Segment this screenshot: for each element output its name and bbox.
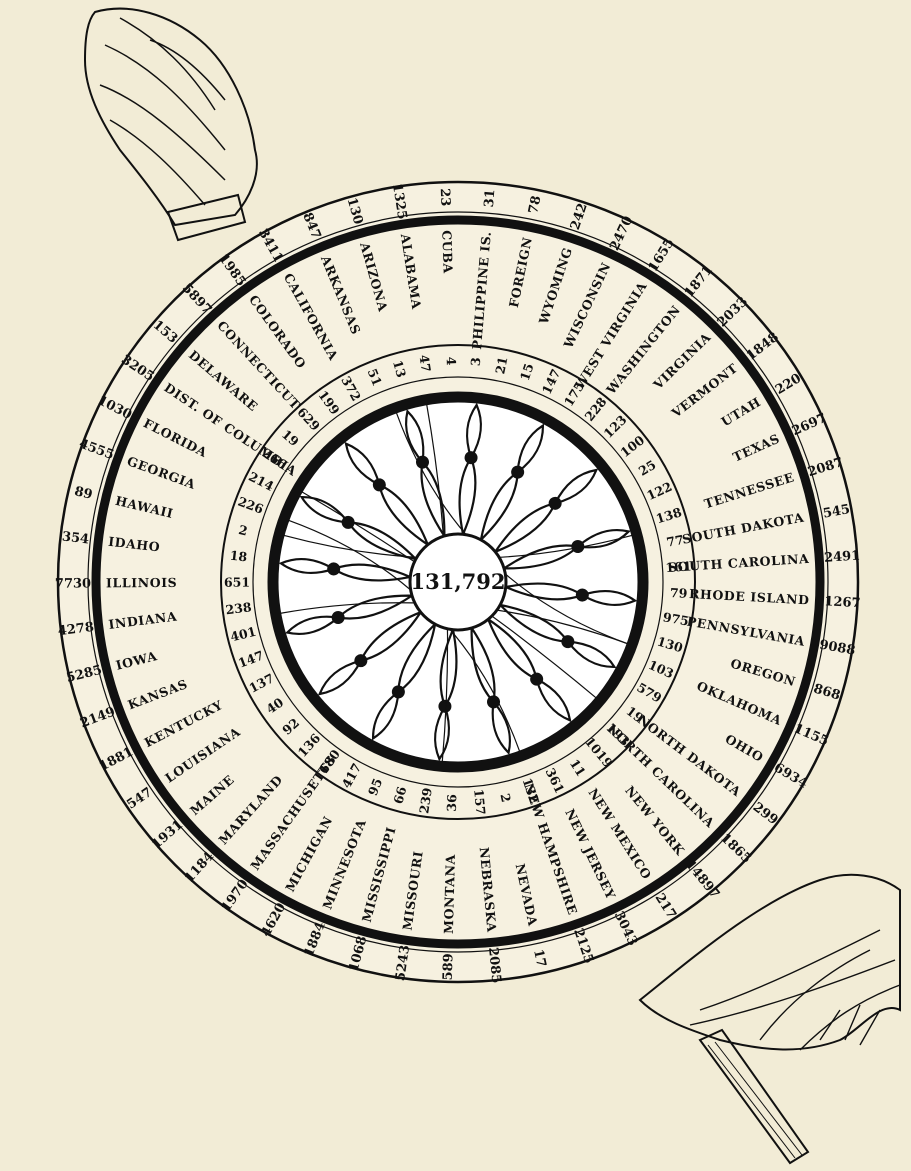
furled-flag-bottom-right xyxy=(640,875,900,1163)
outer-count: 1267 xyxy=(824,594,861,611)
outer-count: 2491 xyxy=(824,549,861,566)
inner-count: 47 xyxy=(416,354,433,373)
inner-count: 161 xyxy=(665,558,692,575)
inner-count: 77 xyxy=(665,532,685,550)
inner-count: 4 xyxy=(444,356,459,366)
state-label: MONTANA xyxy=(441,854,458,934)
furled-flag-top-left xyxy=(85,9,257,240)
inner-count: 79 xyxy=(670,585,688,601)
outer-count: 23 xyxy=(437,188,453,207)
outer-count: 589 xyxy=(441,953,457,980)
inner-count: 651 xyxy=(224,575,250,590)
state-label: ILLINOIS xyxy=(106,575,177,590)
inner-count: 36 xyxy=(444,794,459,812)
center-total: 131,792 xyxy=(411,569,506,594)
inner-count: 157 xyxy=(471,788,488,815)
state-label: CUBA xyxy=(439,230,456,274)
inner-count: 18 xyxy=(229,548,248,565)
outer-count: 31 xyxy=(482,189,498,208)
outer-count: 7730 xyxy=(55,576,91,591)
outer-count: 354 xyxy=(61,529,90,547)
inner-count: 3 xyxy=(468,357,484,367)
